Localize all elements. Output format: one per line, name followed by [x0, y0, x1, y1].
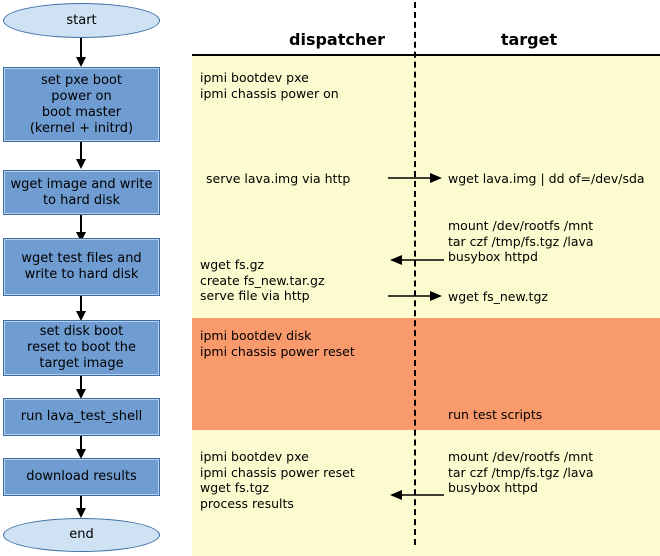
flow-node-start-label: start: [66, 12, 97, 28]
row-7-dispatcher-message: ipmi bootdev pxe ipmi chassis power rese…: [200, 449, 355, 511]
row-2-dispatcher-message: serve lava.img via http: [206, 171, 351, 186]
flow-arrow-set-disk-to-run-lava: [76, 376, 86, 399]
column-header-target: target: [444, 30, 614, 49]
flow-arrow-download-to-end: [76, 496, 86, 518]
header-divider: [192, 54, 660, 56]
flow-node-end: end: [3, 518, 160, 552]
row-6-target-message: run test scripts: [448, 407, 543, 422]
flow-node-wget-image-label: wget image and write to hard disk: [10, 176, 153, 208]
flow-node-set-disk-boot-label: set disk boot reset to boot the target i…: [27, 324, 136, 371]
flow-node-run-lava-test-shell-label: run lava_test_shell: [20, 409, 143, 424]
flowchart-column: start set pxe boot power on boot master …: [0, 0, 190, 556]
row-4-target-message: wget fs_new.tgz: [448, 289, 548, 304]
flow-node-wget-image: wget image and write to hard disk: [3, 170, 160, 215]
flow-arrow-set-pxe-to-wget-image: [76, 142, 86, 169]
row-1-dispatcher-message: ipmi bootdev pxe ipmi chassis power on: [200, 70, 339, 101]
flow-node-download-results: download results: [3, 458, 160, 496]
lifeline-divider: [414, 2, 416, 545]
flow-node-end-label: end: [69, 527, 94, 542]
band-orange-test-phase: [192, 318, 660, 430]
row-4-arrow-right: [388, 291, 442, 301]
flow-node-run-lava-test-shell: run lava_test_shell: [3, 398, 160, 436]
flow-node-set-disk-boot: set disk boot reset to boot the target i…: [3, 320, 160, 376]
flow-node-download-results-label: download results: [26, 469, 137, 484]
band-yellow-lower: [192, 430, 660, 556]
row-2-arrow-right: [388, 173, 442, 183]
row-3-arrow-left: [390, 255, 444, 265]
column-header-dispatcher-label: dispatcher: [289, 30, 385, 49]
row-5-dispatcher-message: ipmi bootdev disk ipmi chassis power res…: [200, 328, 355, 359]
column-header-target-label: target: [500, 30, 558, 49]
flow-node-set-pxe-boot: set pxe boot power on boot master (kerne…: [3, 67, 160, 142]
flow-node-wget-test-files-label: wget test files and write to hard disk: [21, 251, 142, 282]
row-7-arrow-left: [390, 490, 444, 500]
column-header-dispatcher: dispatcher: [252, 30, 422, 49]
sequence-panel: dispatcher target ipmi bootdev pxe ipmi …: [192, 0, 660, 556]
flow-arrow-wget-test-to-set-disk: [76, 296, 86, 321]
flow-arrow-start-to-set-pxe: [76, 38, 86, 67]
flow-arrow-wget-image-to-wget-test: [76, 215, 86, 242]
flow-arrow-run-lava-to-download: [76, 436, 86, 459]
flow-node-wget-test-files: wget test files and write to hard disk: [3, 238, 160, 296]
flow-node-start: start: [3, 3, 160, 38]
row-2-target-message: wget lava.img | dd of=/dev/sda: [448, 171, 645, 186]
flow-node-set-pxe-boot-label: set pxe boot power on boot master (kerne…: [29, 72, 134, 136]
row-7-target-message: mount /dev/rootfs /mnt tar czf /tmp/fs.t…: [448, 449, 594, 495]
row-3-dispatcher-message: wget fs.gz create fs_new.tar.gz serve fi…: [200, 257, 325, 303]
row-3-target-message: mount /dev/rootfs /mnt tar czf /tmp/fs.t…: [448, 218, 594, 264]
band-yellow-upper: [192, 56, 660, 318]
